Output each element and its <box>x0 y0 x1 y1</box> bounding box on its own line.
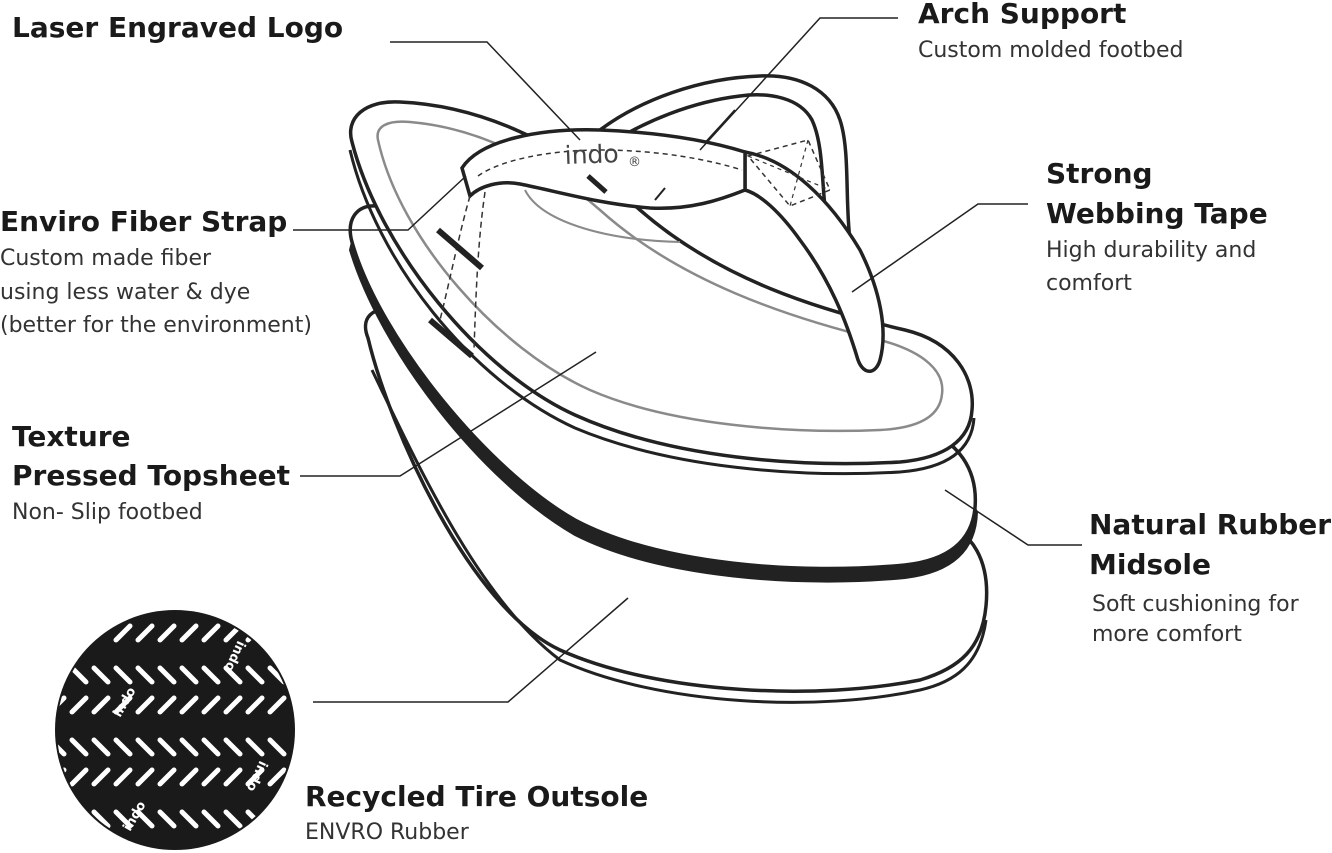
leader-laser-logo <box>390 41 581 141</box>
callout-enviro-strap-sub2: using less water & dye <box>0 280 251 305</box>
callout-enviro-strap-sub1: Custom made fiber <box>0 246 212 271</box>
brand-registered-mark: ® <box>628 155 641 170</box>
callout-topsheet-title1: Texture <box>12 420 131 453</box>
brand-logo: indo <box>564 139 619 170</box>
tread-pattern-circle: indo indo indo indo <box>55 610 295 850</box>
callout-midsole-sub2: more comfort <box>1092 622 1242 647</box>
leader-midsole <box>944 489 1082 546</box>
callout-outsole-title: Recycled Tire Outsole <box>305 780 649 813</box>
callout-midsole-sub1: Soft cushioning for <box>1092 592 1299 617</box>
leader-outsole <box>313 597 629 703</box>
callout-topsheet-sub: Non- Slip footbed <box>12 500 203 525</box>
callout-midsole-title1: Natural Rubber <box>1089 508 1332 541</box>
callout-enviro-strap-sub3: (better for the environment) <box>0 313 312 338</box>
callout-arch-support-sub: Custom molded footbed <box>918 38 1184 63</box>
callout-webbing-tape-sub2: comfort <box>1046 271 1132 296</box>
callout-webbing-tape-sub1: High durability and <box>1046 238 1257 263</box>
leader-webbing-tape <box>851 203 1028 293</box>
callout-webbing-tape-title2: Webbing Tape <box>1046 197 1268 230</box>
topsheet-layer <box>348 100 976 476</box>
callout-midsole-title2: Midsole <box>1089 548 1211 581</box>
leader-topsheet <box>300 351 597 477</box>
leader-enviro-strap <box>293 175 467 231</box>
callout-outsole-sub: ENVRO Rubber <box>305 820 469 845</box>
callout-laser-logo-title: Laser Engraved Logo <box>12 11 344 44</box>
strap <box>428 74 885 373</box>
callout-topsheet-title2: Pressed Topsheet <box>12 459 291 492</box>
leader-arch-support <box>699 17 898 151</box>
leader-lines <box>293 17 1082 703</box>
callout-enviro-strap-title: Enviro Fiber Strap <box>0 205 288 238</box>
callout-webbing-tape-title1: Strong <box>1046 157 1153 190</box>
callout-arch-support-title: Arch Support <box>918 0 1127 30</box>
